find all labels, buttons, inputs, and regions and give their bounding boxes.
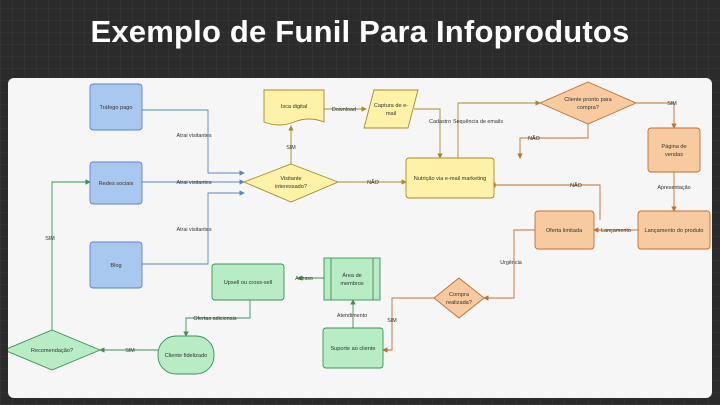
- node-label: Captura de e-: [374, 103, 408, 109]
- node-label: Suporte ao cliente: [330, 346, 375, 352]
- edge-label: SIM: [45, 236, 55, 242]
- flowchart: Atrai visitantes Atrai visitantes Atrai …: [8, 81, 711, 375]
- edge-label: Atrai visitantes: [176, 227, 211, 233]
- node-label: Área de: [342, 272, 362, 279]
- edge-label: Atendimento: [337, 313, 367, 319]
- node-recomendacao[interactable]: Recomendação?: [8, 329, 102, 371]
- edge-label: Sequência de emails: [453, 119, 503, 125]
- node-lancamento-produto[interactable]: Lançamento do produto: [637, 210, 711, 250]
- diagram-board: Atrai visitantes Atrai visitantes Atrai …: [8, 78, 712, 398]
- node-compra-realizada[interactable]: Compra realizada?: [433, 277, 485, 319]
- node-label: Cliente pronto para: [564, 97, 612, 103]
- edge-label: SIM: [286, 145, 296, 151]
- edge-label: Acesso: [295, 276, 313, 282]
- edge-label: SIM: [667, 101, 677, 107]
- node-upsell[interactable]: Upsell ou cross-sell: [211, 263, 285, 301]
- node-captura-email[interactable]: Captura de e- mail: [363, 89, 419, 129]
- edge-label: SIM: [387, 318, 397, 324]
- edge-label: Urgência: [500, 260, 522, 266]
- node-redes-sociais[interactable]: Redes sociais: [89, 161, 143, 205]
- node-label: mail: [386, 111, 396, 117]
- node-label: membros: [340, 281, 364, 287]
- edge-captura-nutricao: [414, 108, 443, 159]
- node-label: realizada?: [446, 300, 472, 306]
- node-blog[interactable]: Blog: [89, 241, 143, 289]
- node-isca-digital[interactable]: Isca digital: [263, 89, 325, 126]
- node-label: Compra: [449, 292, 470, 298]
- node-visitante-interessado[interactable]: Visitante interessado?: [242, 163, 340, 203]
- node-nutricao-email[interactable]: Nutrição via e-mail marketing: [405, 157, 495, 199]
- node-label: Nutrição via e-mail marketing: [414, 176, 486, 182]
- node-label: Redes sociais: [99, 181, 134, 187]
- edge-pronto-pagina: [636, 102, 677, 129]
- edge-label: Ofertas adicionais: [193, 316, 236, 322]
- node-trafego-pago[interactable]: Tráfego pago: [89, 83, 143, 131]
- edge-label: Cadastro: [429, 119, 451, 125]
- node-area-membros[interactable]: Área de membros: [323, 257, 381, 301]
- node-label: Página de: [661, 144, 686, 150]
- node-label: Tráfego pago: [99, 105, 132, 111]
- edge-pronto-nutricao: [517, 124, 589, 159]
- node-label: Isca digital: [281, 104, 307, 110]
- edge-label: SIM: [125, 348, 135, 354]
- edge-oferta-compra: [483, 229, 535, 301]
- edge-label: Atrai visitantes: [176, 133, 211, 139]
- edge-label: Apresentação: [657, 185, 690, 191]
- node-pagina-vendas[interactable]: Página de vendas: [647, 127, 701, 173]
- node-label: Oferta limitada: [546, 228, 583, 234]
- edge-blog-visitante: [124, 190, 245, 265]
- page-title: Exemplo de Funil Para Infoprodutos: [90, 14, 630, 49]
- node-label: Upsell ou cross-sell: [224, 280, 273, 286]
- edge-compra-suporte: [382, 297, 434, 353]
- node-label: Visitante: [280, 176, 301, 182]
- edge-oferta-nutricao: [490, 182, 601, 220]
- node-label: Cliente fidelizado: [165, 353, 208, 359]
- edge-label: Lançamento: [601, 228, 631, 234]
- node-cliente-pronto[interactable]: Cliente pronto para compra?: [538, 81, 638, 125]
- node-label: Recomendação?: [31, 348, 73, 354]
- edge-nutricao-pronto: [457, 100, 541, 158]
- edge-label: NÃO: [570, 182, 582, 189]
- edge-upsell-fidelizado: [183, 300, 251, 337]
- edge-label: NÃO: [528, 135, 540, 142]
- edge-recomendacao-redes: [51, 179, 91, 330]
- node-cliente-fidelizado[interactable]: Cliente fidelizado: [157, 335, 215, 375]
- edge-label: Download: [332, 107, 356, 113]
- node-label: interessado?: [275, 184, 307, 190]
- node-label: Lançamento do produto: [644, 228, 703, 234]
- node-suporte-cliente[interactable]: Suporte ao cliente: [322, 327, 384, 369]
- node-label: compra?: [577, 105, 599, 111]
- edge-label: NÃO: [367, 179, 379, 186]
- edge-label: Atrai visitantes: [176, 180, 211, 186]
- node-oferta-limitada[interactable]: Oferta limitada: [534, 210, 595, 250]
- edge-trafego-visitante: [124, 109, 245, 176]
- node-label: vendas: [665, 152, 683, 158]
- node-label: Blog: [110, 263, 121, 269]
